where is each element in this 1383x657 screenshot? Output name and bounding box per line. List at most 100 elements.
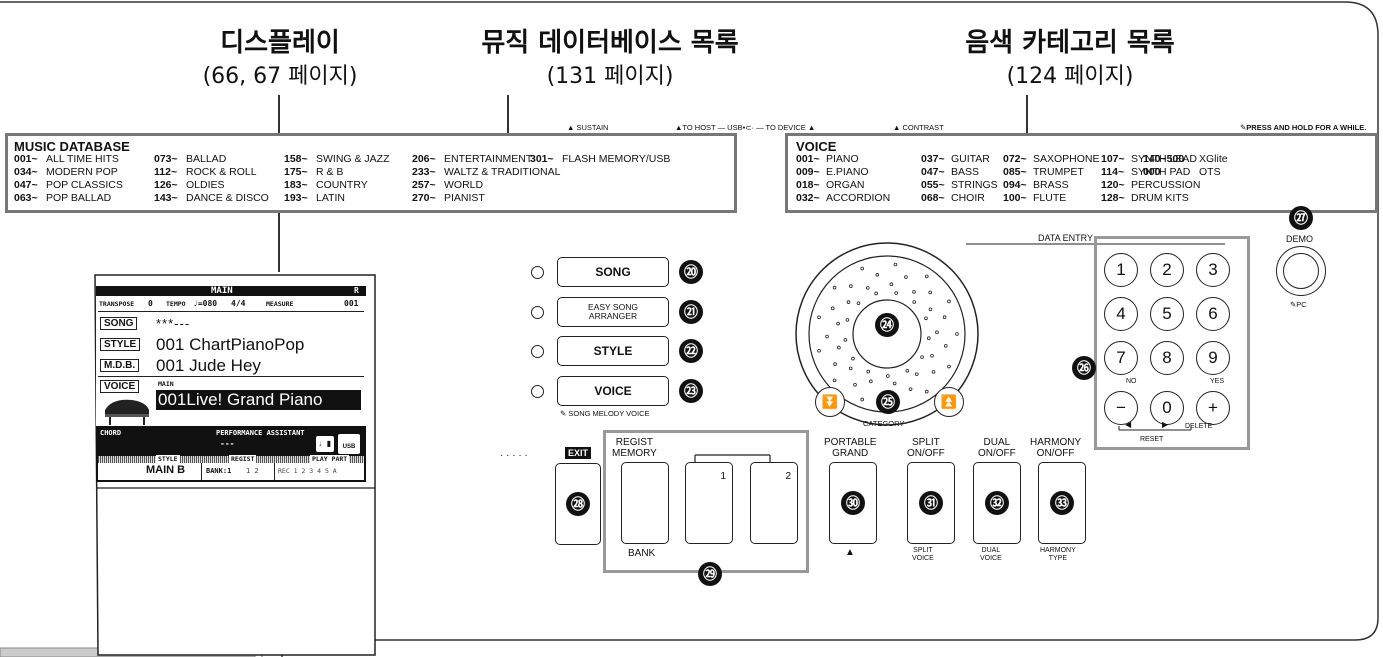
entry-number: 009~ bbox=[796, 166, 820, 178]
entry-number: 068~ bbox=[921, 192, 945, 204]
entry-label: GUITAR bbox=[951, 153, 990, 165]
entry-label: DRUM KITS bbox=[1131, 192, 1189, 204]
keypad-key[interactable]: 5 bbox=[1150, 297, 1184, 331]
entry-label: SWING & JAZZ bbox=[316, 153, 390, 165]
entry-label: XGlite bbox=[1199, 153, 1228, 165]
keypad-key[interactable]: 4 bbox=[1104, 297, 1138, 331]
split-button[interactable]: ㉛ bbox=[907, 462, 955, 544]
easy-song-arranger-button[interactable]: EASY SONG ARRANGER bbox=[557, 297, 669, 327]
pen-icon: ✎ bbox=[560, 409, 569, 418]
callout-29: ㉙ bbox=[698, 562, 722, 586]
voice-entry: 055~STRINGS bbox=[921, 179, 998, 192]
music-database-entry: 001~ALL TIME HITS bbox=[14, 153, 119, 166]
entry-label: PIANIST bbox=[444, 192, 485, 204]
lcd-chord-value: --- bbox=[220, 439, 235, 448]
entry-number: 032~ bbox=[796, 192, 820, 204]
category-down-button[interactable]: ⏬ bbox=[815, 387, 845, 417]
voice-button[interactable]: VOICE bbox=[557, 376, 669, 406]
pen-icon: ✎ bbox=[1240, 123, 1247, 132]
callout-31: ㉛ bbox=[919, 491, 943, 515]
voice-entry: 107~SYNTH LEAD bbox=[1101, 153, 1197, 166]
keypad-key[interactable]: 8 bbox=[1150, 341, 1184, 375]
entry-number: 183~ bbox=[284, 179, 308, 191]
music-database-entry: 183~COUNTRY bbox=[284, 179, 368, 192]
music-database-entry: 126~OLDIES bbox=[154, 179, 225, 192]
style-button[interactable]: STYLE bbox=[557, 336, 669, 366]
callout-28: ㉘ bbox=[566, 492, 590, 516]
press-hold-label: ✎PRESS AND HOLD FOR A WHILE. bbox=[1240, 123, 1367, 132]
music-database-entry: 175~ R & B bbox=[284, 166, 343, 179]
entry-number: 301~ bbox=[530, 153, 554, 165]
keypad-key[interactable]: 0 bbox=[1150, 391, 1184, 425]
dual-button[interactable]: ㉜ bbox=[973, 462, 1021, 544]
voice-entry: 094~BRASS bbox=[1003, 179, 1069, 192]
entry-number: 112~ bbox=[154, 166, 178, 178]
music-db-callout-page: (131 페이지) bbox=[546, 64, 674, 89]
entry-label: SYNTH PAD bbox=[1131, 166, 1191, 178]
entry-label: R & B bbox=[316, 166, 344, 178]
lcd-measure-value: 001 bbox=[344, 299, 359, 308]
music-database-entry: 063~POP BALLAD bbox=[14, 192, 111, 205]
lcd-bank: BANK:1 bbox=[206, 467, 232, 475]
lcd-perf-label: PERFORMANCE ASSISTANT bbox=[216, 429, 305, 437]
voice-entry: 009~ E.PIANO bbox=[796, 166, 869, 179]
entry-label: WALTZ & TRADITIONAL bbox=[444, 166, 561, 178]
music-database-entry: 073~BALLAD bbox=[154, 153, 226, 166]
pen-icon: ✎ bbox=[1290, 300, 1297, 309]
entry-number: 055~ bbox=[921, 179, 945, 191]
lcd-measure-label: MEASURE bbox=[266, 300, 294, 308]
entry-label: BRASS bbox=[1033, 179, 1069, 191]
keypad-key[interactable]: 1 bbox=[1104, 253, 1138, 287]
left-arrow-icon: ◀ bbox=[1125, 420, 1132, 429]
voice-led bbox=[531, 385, 544, 398]
category-up-button[interactable]: ⏫ bbox=[934, 387, 964, 417]
voice-entry: 085~TRUMPET bbox=[1003, 166, 1084, 179]
entry-number: 001~ bbox=[14, 153, 38, 165]
harmony-button[interactable]: ㉝ bbox=[1038, 462, 1086, 544]
voice-entry: 072~SAXOPHONE bbox=[1003, 153, 1100, 166]
music-database-entry: 257~WORLD bbox=[412, 179, 483, 192]
entry-label: PERCUSSION bbox=[1131, 179, 1201, 191]
keypad-key[interactable]: 6 bbox=[1196, 297, 1230, 331]
portable-grand-button[interactable]: ㉚ bbox=[829, 462, 877, 544]
voice-entry: 037~GUITAR bbox=[921, 153, 990, 166]
music-database-entry: 143~DANCE & DISCO bbox=[154, 192, 269, 205]
category-label: CATEGORY bbox=[863, 419, 905, 428]
lcd-tempo-value: ♩=080 bbox=[193, 299, 218, 308]
entry-label: E.PIANO bbox=[826, 166, 869, 178]
callout-30: ㉚ bbox=[841, 491, 865, 515]
keypad-key[interactable]: 9 bbox=[1196, 341, 1230, 375]
keypad-key[interactable]: − bbox=[1104, 391, 1138, 425]
song-melody-voice-label: ✎ SONG MELODY VOICE bbox=[560, 409, 650, 418]
entry-number: 193~ bbox=[284, 192, 308, 204]
delete-label: DELETE bbox=[1185, 423, 1213, 430]
music-database-entry: 193~LATIN bbox=[284, 192, 345, 205]
regist-memory-2-button[interactable]: 2 bbox=[750, 462, 798, 544]
regist-memory-1-button[interactable]: 1 bbox=[685, 462, 733, 544]
exit-button[interactable]: ㉘ bbox=[555, 463, 601, 545]
music-database-entry: 158~SWING & JAZZ bbox=[284, 153, 390, 166]
callout-33: ㉝ bbox=[1050, 491, 1074, 515]
regist-bank-button[interactable] bbox=[621, 462, 669, 544]
contrast-label: ▲ CONTRAST bbox=[893, 123, 944, 132]
song-button[interactable]: SONG bbox=[557, 257, 669, 287]
voice-entry: 047~BASS bbox=[921, 166, 979, 179]
keypad-key[interactable]: 3 bbox=[1196, 253, 1230, 287]
lcd-mdb-value: 001 Jude Hey bbox=[156, 356, 261, 375]
demo-button[interactable] bbox=[1276, 246, 1326, 296]
bank-label: BANK bbox=[628, 548, 656, 559]
entry-number: 034~ bbox=[14, 166, 38, 178]
keypad-key[interactable]: 2 bbox=[1150, 253, 1184, 287]
voice-entry: 068~CHOIR bbox=[921, 192, 985, 205]
voice-entry: 100~FLUTE bbox=[1003, 192, 1066, 205]
keypad-key[interactable]: 7 bbox=[1104, 341, 1138, 375]
entry-number: 175~ bbox=[284, 166, 308, 178]
callout-32: ㉜ bbox=[985, 491, 1009, 515]
keypad-key[interactable]: + bbox=[1196, 391, 1230, 425]
